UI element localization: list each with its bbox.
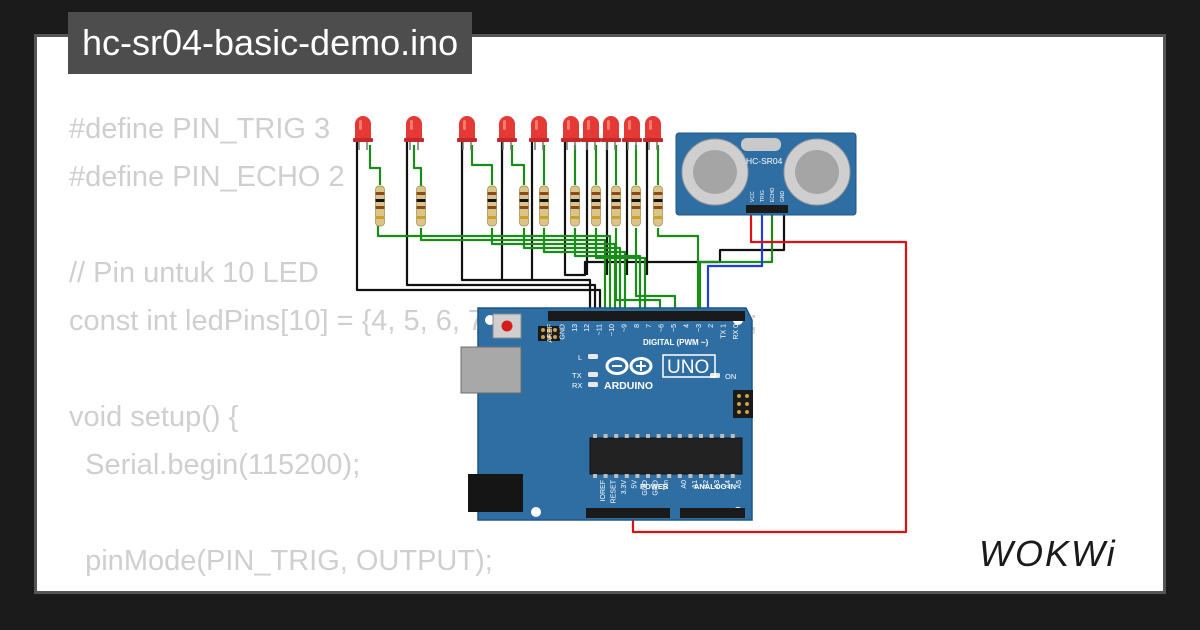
arduino-brand: ARDUINO [604, 380, 653, 392]
pin-label: ECHO [770, 187, 776, 202]
led[interactable] [457, 116, 477, 150]
code-line: pinMode(PIN_TRIG, OUTPUT); [69, 545, 493, 577]
power-label: POWER [640, 482, 669, 491]
pin-label: 13 [572, 324, 579, 332]
pin-label: 2 [708, 324, 715, 328]
resistor[interactable] [519, 185, 529, 227]
pin-label: ~6 [659, 324, 666, 332]
resistor[interactable] [487, 185, 497, 227]
led[interactable] [404, 116, 424, 150]
pin-label: ~11 [597, 324, 604, 335]
pin-label: ~9 [621, 324, 628, 332]
analog-label: ANALOG IN [694, 482, 736, 491]
pin-label: 3.3V [621, 480, 628, 495]
pin-label: TX 1 [721, 324, 728, 339]
led[interactable] [622, 116, 642, 150]
project-title: hc-sr04-basic-demo.ino [68, 12, 473, 74]
code-preview: #define PIN_TRIG 3 #define PIN_ECHO 2 // P… [69, 105, 758, 591]
resistor[interactable] [416, 185, 426, 227]
resistor[interactable] [611, 185, 621, 227]
led-on-label: ON [725, 372, 736, 381]
power-header[interactable] [586, 508, 670, 518]
sensor-header[interactable] [746, 205, 788, 213]
sensor-pin-labels: VCC TRIG ECHO GND [750, 187, 786, 202]
analog-header[interactable] [680, 508, 745, 518]
pin-label: GND [559, 324, 566, 340]
pin-label: ~10 [609, 324, 616, 336]
pin-label: 7 [646, 324, 653, 328]
pin-label: 8 [634, 324, 641, 328]
pin-label: A2 [703, 480, 710, 489]
signal-wires [368, 145, 774, 312]
code-line: #define PIN_ECHO 2 [69, 161, 345, 193]
vcc-wire [631, 212, 908, 534]
pin-label: ~5 [671, 324, 678, 332]
leds [353, 116, 663, 150]
wokwi-logo: WOKWi [979, 533, 1117, 574]
hc-sr04-sensor[interactable]: HC-SR04 VCC TRIG ECHO GND [675, 132, 857, 216]
pin-label: 5V [632, 480, 639, 489]
usb-port [460, 346, 522, 394]
digital-header[interactable] [548, 311, 745, 321]
wires [355, 137, 908, 534]
pin-label: Vin [663, 480, 670, 490]
pin-label: 12 [584, 324, 591, 332]
pin-label: ~3 [696, 324, 703, 332]
pin-label: RX 0 [733, 324, 740, 340]
pin-label: 4 [683, 324, 690, 328]
digital-label: DIGITAL (PWM ~) [643, 338, 709, 347]
led[interactable] [601, 116, 621, 150]
pin-label: GND [653, 480, 660, 496]
resistor[interactable] [653, 185, 663, 227]
led[interactable] [581, 116, 601, 150]
resistors [375, 185, 663, 227]
led-rx-label: RX [572, 381, 582, 390]
pin-label: A1 [692, 480, 699, 489]
pin-label: A5 [736, 480, 743, 489]
pin-label: VCC [750, 191, 756, 202]
digital-pin-labels: AREF GND 13 12 ~11 ~10 ~9 8 7 ~6 ~5 4 ~3 2 TX 1 RX 0 [547, 324, 740, 343]
code-line: void setup() { [69, 401, 239, 433]
code-line: Serial.begin(115200); [69, 449, 361, 481]
resistor[interactable] [539, 185, 549, 227]
pin-label: A0 [681, 480, 688, 489]
echo-wire [706, 212, 764, 312]
arduino-model: UNO [667, 357, 709, 378]
pin-label: IOREF [600, 480, 607, 501]
power-jack [468, 474, 523, 512]
code-line: #define PIN_TRIG 3 [69, 113, 331, 145]
pin-label: RESET [611, 479, 618, 503]
led-l-label: L [578, 353, 582, 362]
led[interactable] [643, 116, 663, 150]
sensor-label: HC-SR04 [746, 156, 783, 166]
resistor[interactable] [570, 185, 580, 227]
atmega-chip [589, 437, 743, 475]
pin-label: GND [642, 480, 649, 496]
pin-label: A3 [714, 480, 721, 489]
arduino-uno-board[interactable]: AREF GND 13 12 ~11 ~10 ~9 8 7 ~6 ~5 4 ~3 2 TX 1 RX 0 DI… [460, 307, 753, 521]
resistor[interactable] [375, 185, 385, 227]
led[interactable] [529, 116, 549, 150]
pin-label: GND [780, 191, 786, 203]
led[interactable] [497, 116, 517, 150]
analog-pin-labels: A0 A1 A2 A3 A4 A5 [681, 480, 743, 489]
led[interactable] [353, 116, 373, 150]
resistor[interactable] [631, 185, 641, 227]
arduino-logo-icon [605, 357, 653, 375]
pin-label: TRIG [760, 190, 766, 202]
pin-label: A4 [725, 480, 732, 489]
resistor[interactable] [591, 185, 601, 227]
led-tx-label: TX [572, 371, 582, 380]
pin-label: AREF [547, 324, 554, 343]
led[interactable] [561, 116, 581, 150]
code-line: // Pin untuk 10 LED [69, 257, 319, 289]
wokwi-logo-text: WOKWi [979, 533, 1117, 574]
